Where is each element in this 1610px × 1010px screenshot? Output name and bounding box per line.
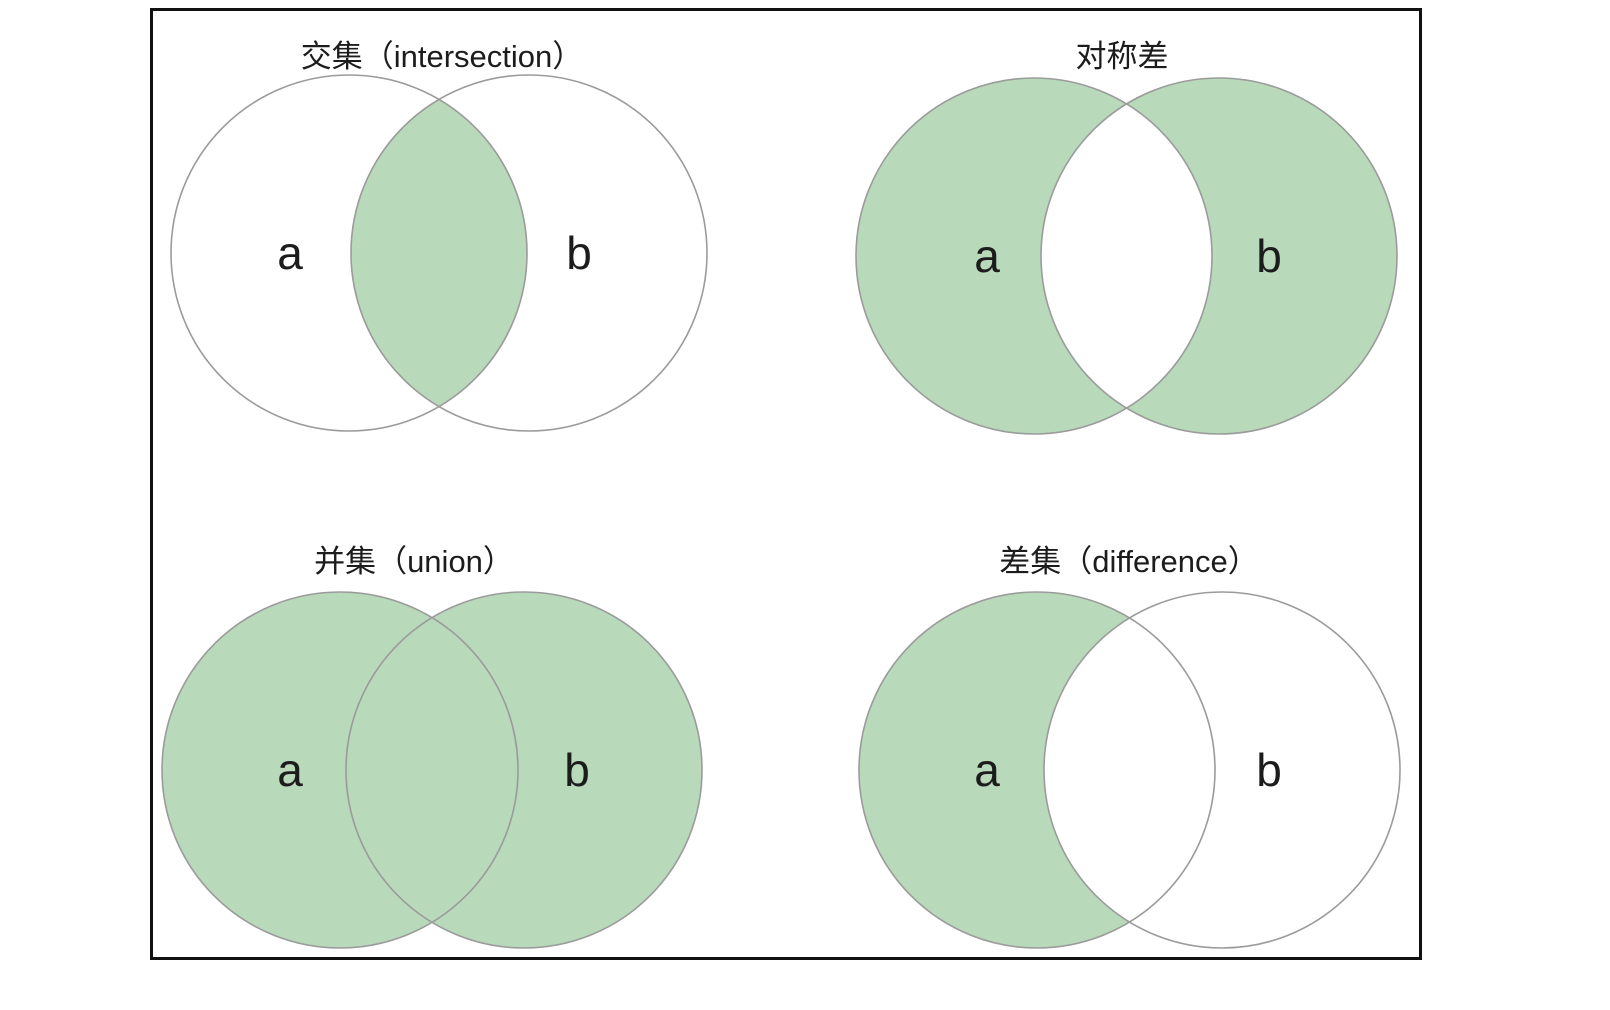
set-b-label: b [1256,744,1282,796]
panel-symmetric-difference-title: 对称差 [1075,39,1169,74]
venn-symmetric-difference-figure: a b [855,77,1398,435]
panel-symmetric-difference: 对称差 a b [786,11,1419,484]
panel-difference-title: 差集（difference） [999,544,1259,579]
set-a-label: a [277,744,303,796]
panel-union: 并集（union） a b [153,484,786,957]
panel-intersection: 交集（intersection） a b [153,11,786,484]
set-b-label: b [564,744,590,796]
panel-intersection-title: 交集（intersection） [300,39,584,74]
intersection-shade [351,75,527,431]
intersection-unshaded [1041,78,1212,434]
panel-difference: 差集（difference） a b [786,484,1419,957]
venn-union-figure: a b [161,591,703,949]
circle-a-outline [855,77,1213,435]
panel-union-title: 并集（union） [314,544,514,579]
circle-b-shade [346,592,702,948]
venn-intersection-figure: a b [170,74,708,432]
circle-a-outline [858,591,1216,949]
set-b-label: b [566,227,592,279]
circle-b-outline [1040,77,1398,435]
venn-difference-figure: a b [858,591,1401,949]
circle-b-area [1044,592,1400,948]
set-b-label: b [1256,230,1282,282]
set-a-label: a [974,230,1000,282]
circle-a-outline [161,591,519,949]
circle-b-outline [350,74,708,432]
set-a-label: a [974,744,1000,796]
circle-b-outline [1043,591,1401,949]
circle-b-outline [345,591,703,949]
circle-a-outline [170,74,528,432]
venn-diagram-board: 交集（intersection） a b 对称差 [150,8,1422,960]
set-a-label: a [277,227,303,279]
